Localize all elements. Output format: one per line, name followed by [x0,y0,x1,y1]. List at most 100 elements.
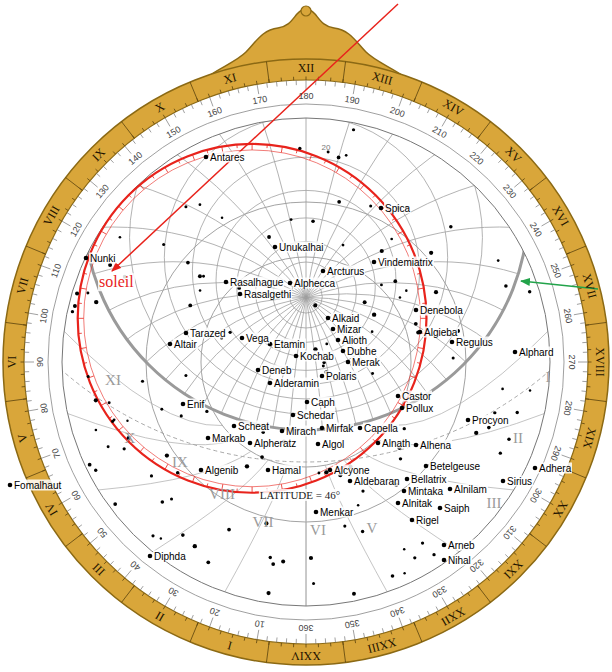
minute-tick [581,423,584,425]
minute-tick [25,410,28,412]
named-star-dot [316,442,321,447]
degree-tick [182,109,184,113]
star-name: Algieba [423,327,458,338]
star-name: Dubhe [346,346,377,357]
star-name: Markab [211,433,246,444]
hour-divider [26,246,45,254]
star-name: Arneb [447,540,476,551]
minute-tick [522,178,525,180]
named-star-dot [184,331,189,336]
degree-tick [26,390,31,392]
minute-tick [425,103,426,106]
degree-tick [514,181,522,187]
star-name: Pollux [405,403,434,414]
unequal-hour-numeral: VII [253,514,274,531]
ecliptic-tick [252,144,253,150]
named-star-dot [321,269,326,274]
degree-tick [373,88,374,93]
azimuth-line [113,294,581,672]
star-name: Bellatrix [410,474,448,485]
star-dot [504,284,508,288]
degree-number: 140 [127,150,145,167]
star-name: Alnath [381,438,411,449]
star-dot [94,398,98,402]
star-dot [403,548,405,550]
star-name: Merak [351,357,381,368]
degree-tick [577,420,582,421]
star-dot [161,500,165,504]
minute-tick [281,78,282,81]
degree-tick [157,597,160,601]
star-dot [507,438,510,441]
degree-tick [555,238,559,240]
degree-tick [117,152,120,156]
ecliptic-tick [152,175,154,178]
ecliptic-tick [84,273,87,275]
ecliptic-inner-circle [84,150,421,487]
degree-number: 100 [39,308,51,325]
azimuth-line [0,283,467,672]
hour-numeral: VIII [41,203,63,227]
hour-divider [530,178,547,191]
degree-tick [514,537,522,543]
degree-tick [575,429,580,430]
degree-tick [505,554,509,557]
degree-number: 160 [207,106,225,120]
minute-tick [458,600,460,603]
star-dot [123,447,126,450]
ecliptic-tick [373,439,375,441]
hour-divider [66,534,83,547]
star-name: Alphard [518,347,554,358]
star-name: Unukalhai [278,242,324,253]
minute-tick [556,230,559,232]
star-name: Castor [401,391,432,402]
minute-tick [330,643,331,646]
minute-tick [544,209,547,211]
degree-tick [541,509,545,512]
star-dot [371,330,374,333]
degree-tick [110,159,113,163]
minute-tick [378,86,380,89]
degree-tick [72,204,76,207]
named-star-dot [418,330,423,335]
minute-tick [96,169,99,171]
minute-tick [425,618,426,621]
degree-tick [481,146,487,154]
degree-number: 80 [39,402,50,414]
named-star-dot [266,468,271,473]
plate-disc [24,80,588,644]
degree-tick [364,86,365,91]
star-dot [165,453,169,457]
star-dot [499,452,502,455]
star-dot [150,474,153,477]
degree-number: 330 [430,583,448,599]
degree-tick [286,638,287,643]
star-dot [107,445,110,448]
degree-tick [410,619,412,624]
named-star-dot [326,316,331,321]
star-dot [160,408,163,411]
star-dot [421,541,424,544]
star-dot [357,504,360,507]
star-name: Procyon [471,415,510,426]
star-dot [162,243,165,246]
ecliptic-tick [296,483,298,486]
star-dot [434,290,438,294]
minute-tick [59,503,62,505]
named-star-dot [442,558,447,563]
degree-tick [125,146,131,154]
ecliptic-tick [392,416,395,418]
minute-tick [34,447,37,448]
ecliptic-tick [296,150,298,153]
star-name: Nunki [89,253,117,264]
star-dot [202,275,205,278]
gold-limb [3,59,609,665]
minute-tick [65,514,68,516]
degree-tick [583,352,588,353]
degree-tick [325,81,326,86]
ecliptic-tick [94,391,97,392]
degree-tick [436,113,438,117]
minute-tick [581,300,584,302]
star-dot [487,426,491,430]
star-dot [528,290,531,293]
